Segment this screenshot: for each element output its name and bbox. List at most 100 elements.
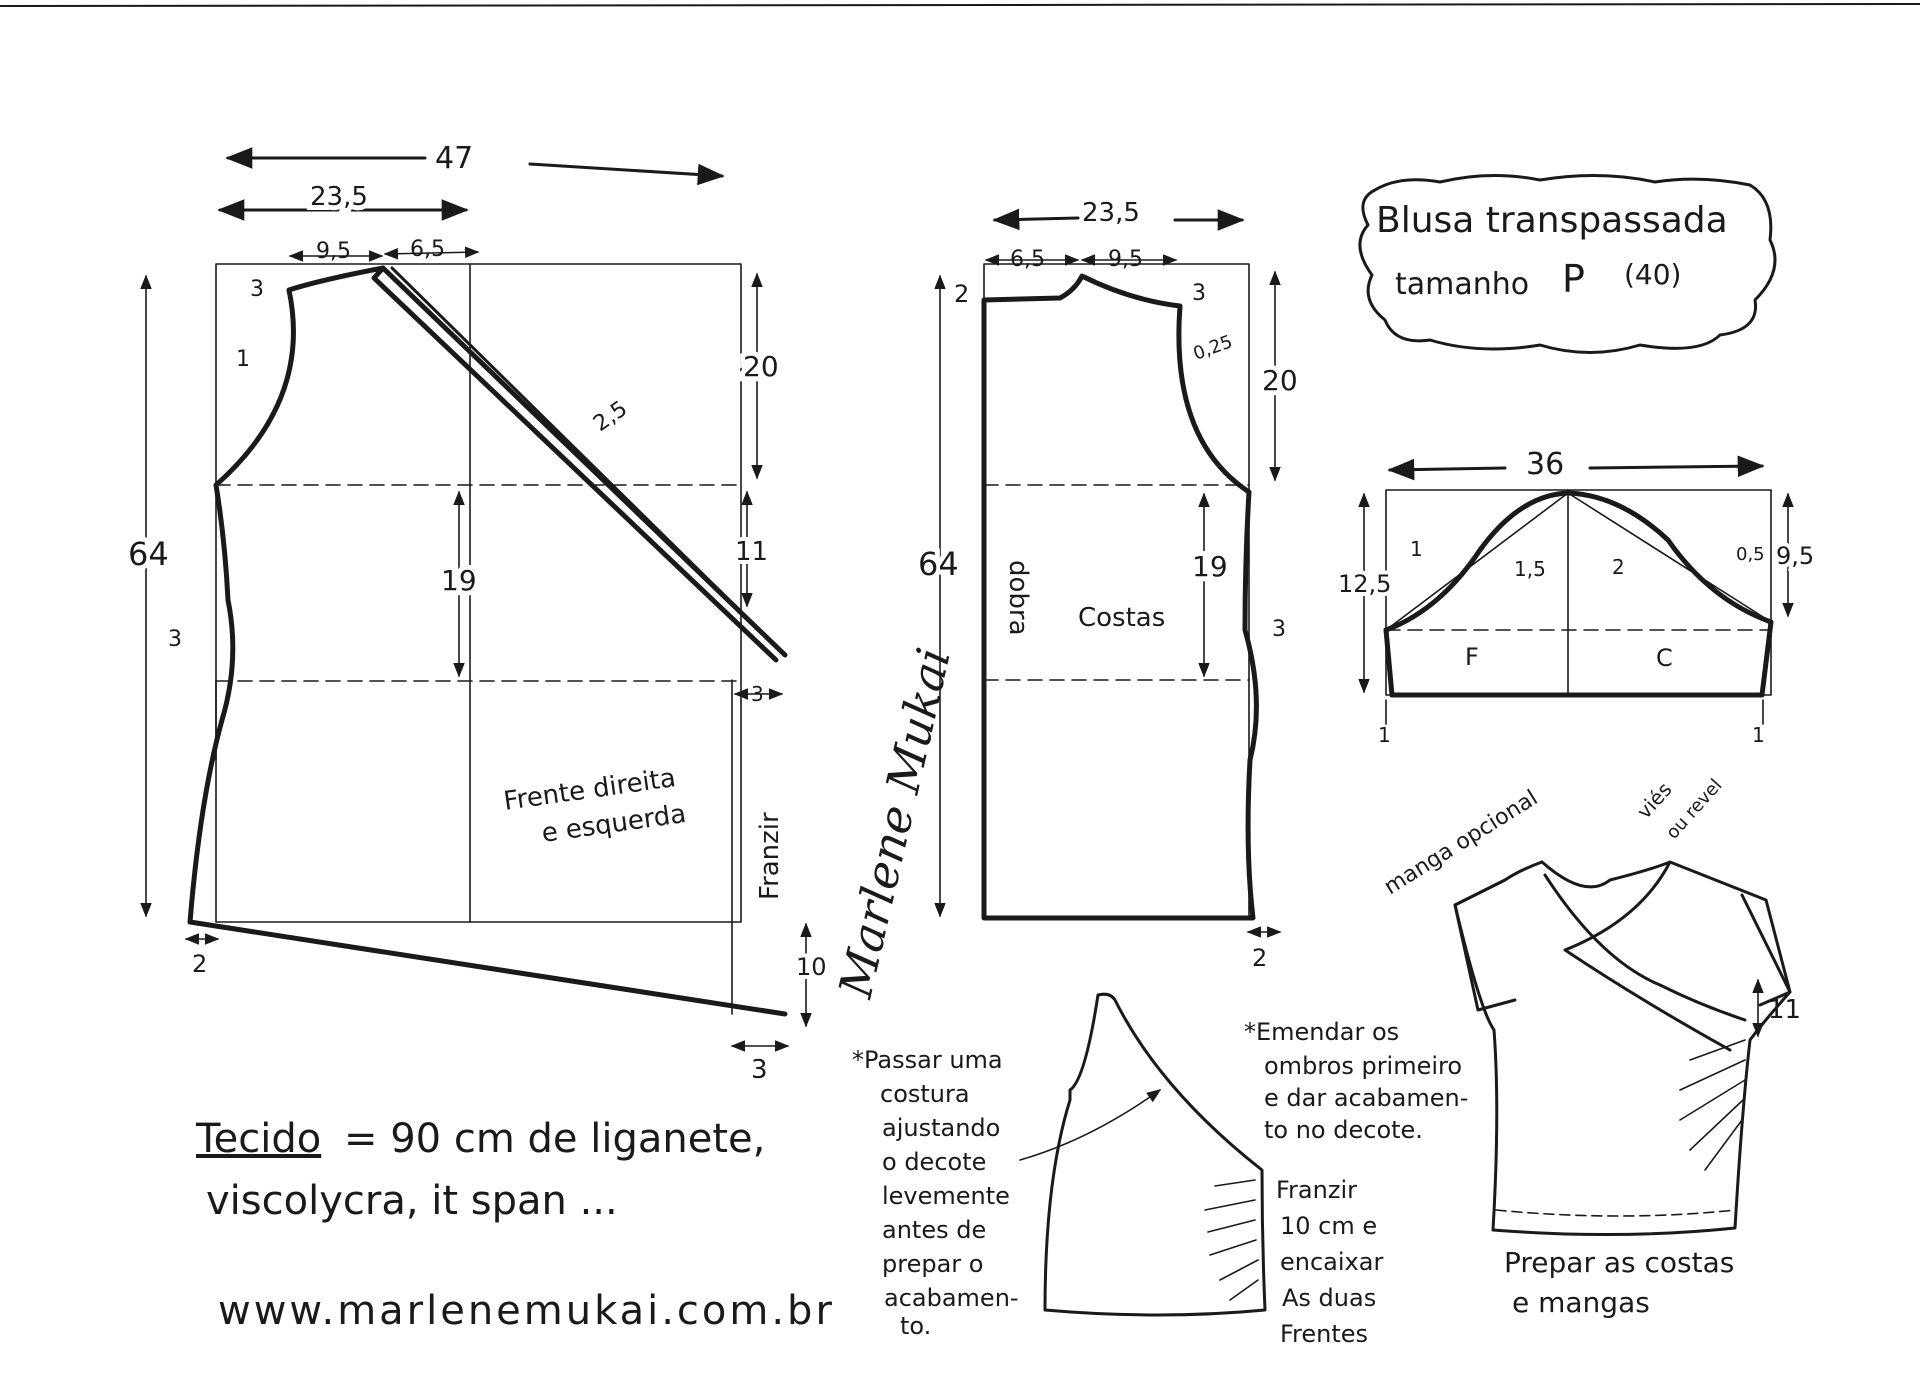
garment-binding-label-1: viés	[1632, 777, 1677, 823]
fabric-note-line-1: = 90 cm de liganete,	[344, 1116, 765, 1162]
sleeve-back-curve-outer: 0,5	[1736, 544, 1765, 565]
sleeve-front-label: F	[1465, 643, 1479, 671]
sewing-note-2-line-3: e dar acabamen-	[1264, 1084, 1468, 1112]
front-hem-tab: 3	[751, 1055, 768, 1085]
front-armhole-curve: 1	[236, 347, 250, 372]
title-line-2-prefix: tamanho	[1395, 267, 1529, 302]
sewing-note-1: *Passar uma costura ajustando o decote l…	[852, 1046, 1019, 1340]
sleeve-width-arrow-right	[1588, 455, 1765, 478]
front-side-tab: 3	[751, 682, 764, 706]
front-length: 64	[128, 535, 169, 573]
sewing-note-2-line-4: to no decote.	[1264, 1116, 1423, 1144]
back-length: 64	[918, 545, 959, 583]
sewing-note-1-line-2: costura	[880, 1080, 970, 1108]
back-half-width: 23,5	[1082, 198, 1140, 228]
front-shoulder-width: 6,5	[410, 237, 445, 262]
front-neckline-double	[390, 266, 787, 657]
front-outline	[187, 265, 788, 1017]
scan-edge	[0, 3, 1920, 7]
garment-sleeve-label: manga opcional	[1380, 786, 1542, 900]
half-front-pointer	[1019, 1089, 1162, 1161]
sewing-note-1-line-6: antes de	[882, 1216, 986, 1244]
sewing-note-1-line-1: *Passar uma	[852, 1046, 1003, 1074]
front-hem-drop: 10	[796, 953, 827, 981]
sleeve-back-label: C	[1656, 644, 1673, 672]
front-waist-depth: 19	[441, 564, 477, 597]
fabric-note: Tecido = 90 cm de liganete, viscolycra, …	[195, 1116, 765, 1224]
gather-note-line-3: encaixar	[1280, 1248, 1383, 1276]
back-outline	[981, 273, 1259, 921]
sewing-note-1-line-7: prepar o	[882, 1250, 983, 1278]
front-gather-label: Franzir	[755, 812, 785, 900]
sewing-note-1-line-8: acabamen-	[884, 1284, 1019, 1312]
front-waist-curve: 3	[168, 627, 182, 652]
back-waist-curve: 3	[1272, 617, 1286, 642]
sleeve-hem-right: 1	[1752, 723, 1765, 747]
sleeve-outline	[1383, 490, 1774, 698]
garment-neckline	[1540, 860, 1732, 1052]
garment-binding-label-2: ou revel	[1662, 775, 1726, 843]
front-shoulder-drop: 3	[250, 277, 264, 302]
sleeve-width: 36	[1526, 447, 1564, 482]
garment-wrap-front	[1543, 873, 1747, 1022]
garment-hem-stitch	[1495, 1209, 1737, 1217]
back-neck-width: 6,5	[1010, 247, 1045, 272]
gather-note-line-5: Frentes	[1280, 1320, 1368, 1348]
back-shoulder-width: 9,5	[1108, 247, 1143, 272]
front-side-segment: 11	[735, 537, 768, 567]
garment-sleeve-right	[1740, 893, 1792, 1007]
back-shoulder-drop: 3	[1192, 281, 1206, 306]
front-pattern: 47 23,5 9,5 6,5 3 1 2,5 64 20 19 11 3 3 …	[123, 141, 831, 1085]
sleeve-front-guide	[1385, 492, 1569, 631]
back-armhole-depth: 20	[1262, 364, 1298, 397]
title-card: Blusa transpassada tamanho P (40)	[1358, 173, 1777, 354]
front-hem-side-offset: 2	[192, 950, 207, 978]
signature: Marlene Mukai	[828, 643, 961, 1004]
front-total-width-arrow-right	[528, 162, 725, 186]
gather-note: Franzir 10 cm e encaixar As duas Frentes	[1276, 1176, 1383, 1348]
website-url: www.marlenemukai.com.br	[218, 1288, 835, 1334]
front-half-width: 23,5	[310, 182, 368, 212]
garment-gather-measure: 11	[1768, 995, 1801, 1025]
fabric-note-line-2: viscolycra, it span ...	[206, 1178, 618, 1224]
gather-note-line-1: Franzir	[1276, 1176, 1357, 1204]
garment-sketch: 11 manga opcional viés ou revel Prepar a…	[1380, 775, 1801, 1319]
sleeve-width-arrow-left	[1387, 458, 1507, 481]
title-line-2-number: (40)	[1624, 258, 1681, 291]
sewing-note-2-line-2: ombros primeiro	[1264, 1052, 1462, 1080]
half-front-outline	[1043, 992, 1267, 1317]
front-armhole-depth: 20	[743, 350, 779, 383]
gather-note-line-2: 10 cm e	[1280, 1212, 1377, 1240]
sewing-note-2: *Emendar os ombros primeiro e dar acabam…	[1244, 1018, 1468, 1144]
fabric-note-label: Tecido	[195, 1116, 321, 1162]
back-fold-label: dobra	[1003, 560, 1033, 636]
front-total-width: 47	[435, 141, 473, 176]
sewing-note-2-line-1: *Emendar os	[1244, 1018, 1399, 1046]
front-neckline-offset: 2,5	[589, 396, 632, 437]
back-pattern-label: Costas	[1078, 603, 1165, 633]
back-armhole-curve: 0,25	[1191, 331, 1236, 364]
garment-caption-2: e mangas	[1512, 1286, 1650, 1319]
sewing-note-1-line-4: o decote	[882, 1148, 986, 1176]
sleeve-hem-left: 1	[1378, 723, 1391, 747]
sleeve-cap-height: 12,5	[1338, 570, 1391, 598]
gather-note-line-4: As duas	[1282, 1284, 1376, 1312]
garment-sleeve-left	[1453, 878, 1517, 1012]
front-neck-width: 9,5	[316, 239, 351, 264]
back-neck-drop: 2	[954, 280, 969, 308]
sewing-note-1-line-9: to.	[900, 1312, 931, 1340]
garment-caption-1: Prepar as costas	[1504, 1246, 1734, 1279]
sleeve-back-curve-inner: 2	[1612, 555, 1625, 579]
sleeve-back-guide	[1567, 492, 1772, 623]
garment-gather-marks	[1679, 1039, 1746, 1171]
sleeve-pattern: 36 12,5 9,5 1 1,5 2 0,5 F C 1 1	[1334, 447, 1818, 747]
back-pattern: 23,5 6,5 9,5 2 3 0,25 64 20 19 3 2 dobra…	[913, 198, 1303, 972]
sleeve-front-curve-outer: 1	[1410, 537, 1423, 561]
front-shoulder-width-arrow	[383, 246, 480, 260]
back-half-width-arrow-left	[992, 208, 1080, 231]
back-hem-offset: 2	[1252, 944, 1267, 972]
sewing-note-1-line-3: ajustando	[882, 1114, 1000, 1142]
sleeve-front-curve-inner: 1,5	[1514, 557, 1546, 581]
sewing-note-1-line-5: levemente	[882, 1182, 1010, 1210]
